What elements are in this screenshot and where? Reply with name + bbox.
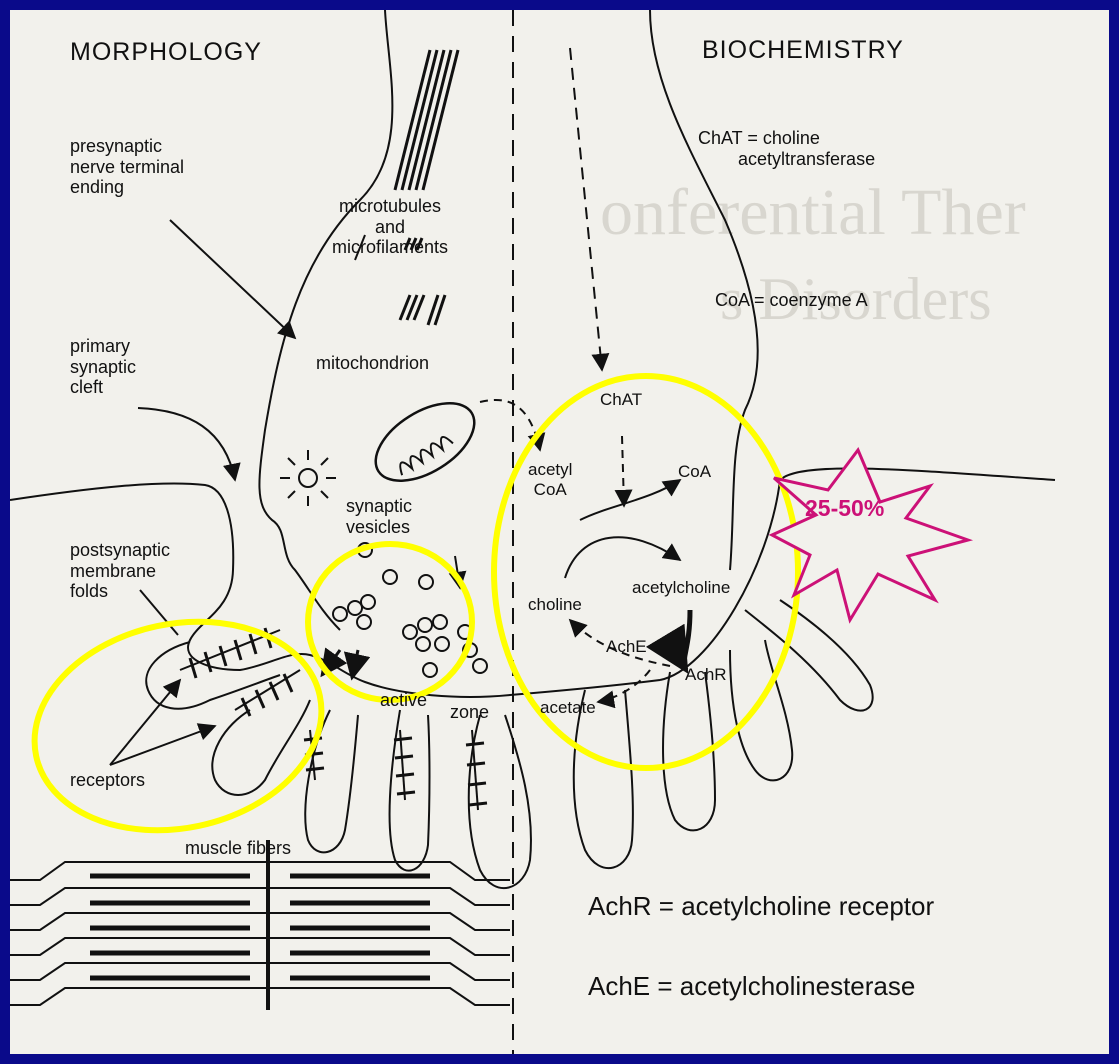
ach-to-achr xyxy=(684,610,690,670)
achr-label: AchR xyxy=(685,665,727,685)
cleft-arrow xyxy=(138,408,235,480)
microtubules-label: microtubules and microfilaments xyxy=(332,196,448,258)
muscle-fibers xyxy=(10,840,510,1010)
microtubules-bundle xyxy=(395,50,458,325)
active-zone-label-2: zone xyxy=(450,702,489,723)
chat-definition: ChAT = choline acetyltransferase xyxy=(698,128,875,169)
coa-label: CoA xyxy=(678,462,711,482)
star-organelle xyxy=(280,450,336,506)
burst-percentage-text: 25-50% xyxy=(805,495,884,521)
mitochondrion-label: mitochondrion xyxy=(316,353,429,374)
chat-arrow xyxy=(622,436,624,506)
acetyl-coa-label: acetyl CoA xyxy=(528,460,572,499)
chat-label: ChAT xyxy=(600,390,642,410)
acetylcholine-label: acetylcholine xyxy=(632,578,730,598)
postsynaptic-label: postsynaptic membrane folds xyxy=(70,540,170,602)
achr-definition: AchR = acetylcholine receptor xyxy=(588,892,934,922)
biochemistry-header: BIOCHEMISTRY xyxy=(702,36,904,65)
figure-frame: onferential Ther s Disorders xyxy=(10,10,1109,1054)
percentage-burst xyxy=(772,450,968,620)
synaptic-vesicles-label: synaptic vesicles xyxy=(346,496,412,537)
morphology-header: MORPHOLOGY xyxy=(70,38,262,67)
transport-arrow xyxy=(570,48,602,370)
receptor-ticks xyxy=(180,628,487,810)
muscle-fibers-label: muscle fibers xyxy=(185,838,291,859)
active-zone-label-1: active xyxy=(380,690,427,711)
mitochondrion-shape xyxy=(362,387,487,496)
presynaptic-label: presynaptic nerve terminal ending xyxy=(70,136,184,198)
acetylcoa-to-coa xyxy=(580,480,680,520)
primary-cleft-label: primary synaptic cleft xyxy=(70,336,136,398)
choline-to-ach xyxy=(565,537,680,578)
presynaptic-arrow xyxy=(170,220,295,338)
highlight-circle-receptors xyxy=(15,596,341,856)
receptors-label: receptors xyxy=(70,770,145,791)
choline-label: choline xyxy=(528,595,582,615)
ache-definition: AchE = acetylcholinesterase xyxy=(588,972,915,1002)
acetate-label: acetate xyxy=(540,698,596,718)
ache-label: AchE xyxy=(606,637,647,657)
coa-definition: CoA = coenzyme A xyxy=(715,290,868,311)
